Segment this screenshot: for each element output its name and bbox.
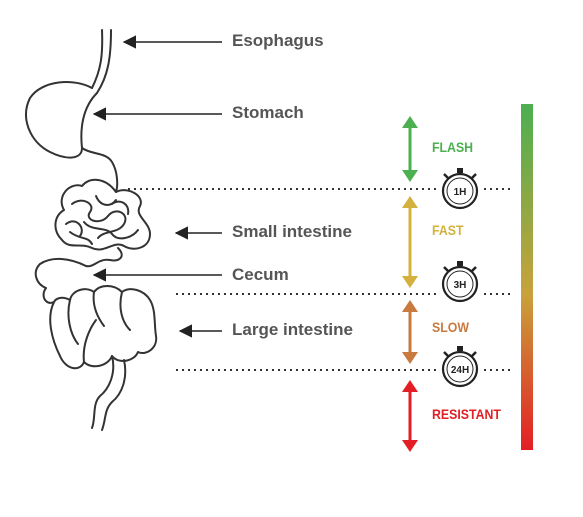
timer-24h-label: 24H	[451, 365, 469, 376]
slow-label: SLOW	[432, 319, 469, 335]
speed-gradient-bar	[521, 104, 533, 450]
esophagus-label: Esophagus	[232, 31, 324, 50]
esophagus-shape	[91, 29, 104, 89]
timer-3h-label: 3H	[454, 280, 467, 291]
timer-24h-icon: 24H	[441, 346, 479, 388]
resistant-label: RESISTANT	[432, 406, 501, 422]
stomach-shape	[25, 81, 98, 159]
flash-label: FLASH	[432, 139, 474, 155]
stomach-label: Stomach	[232, 103, 304, 122]
timer-1h-icon: 1H	[441, 168, 479, 210]
timer-1h-label: 1H	[454, 187, 467, 198]
cecum-label: Cecum	[232, 265, 289, 284]
timer-3h-icon: 3H	[441, 261, 479, 303]
cecum-shape	[34, 258, 87, 289]
large-intestine-label: Large intestine	[232, 320, 353, 339]
small-intestine-label: Small intestine	[232, 222, 352, 241]
small-intestine-shape	[54, 178, 151, 251]
large-intestine-shape	[49, 285, 158, 370]
fast-label: FAST	[432, 222, 464, 238]
